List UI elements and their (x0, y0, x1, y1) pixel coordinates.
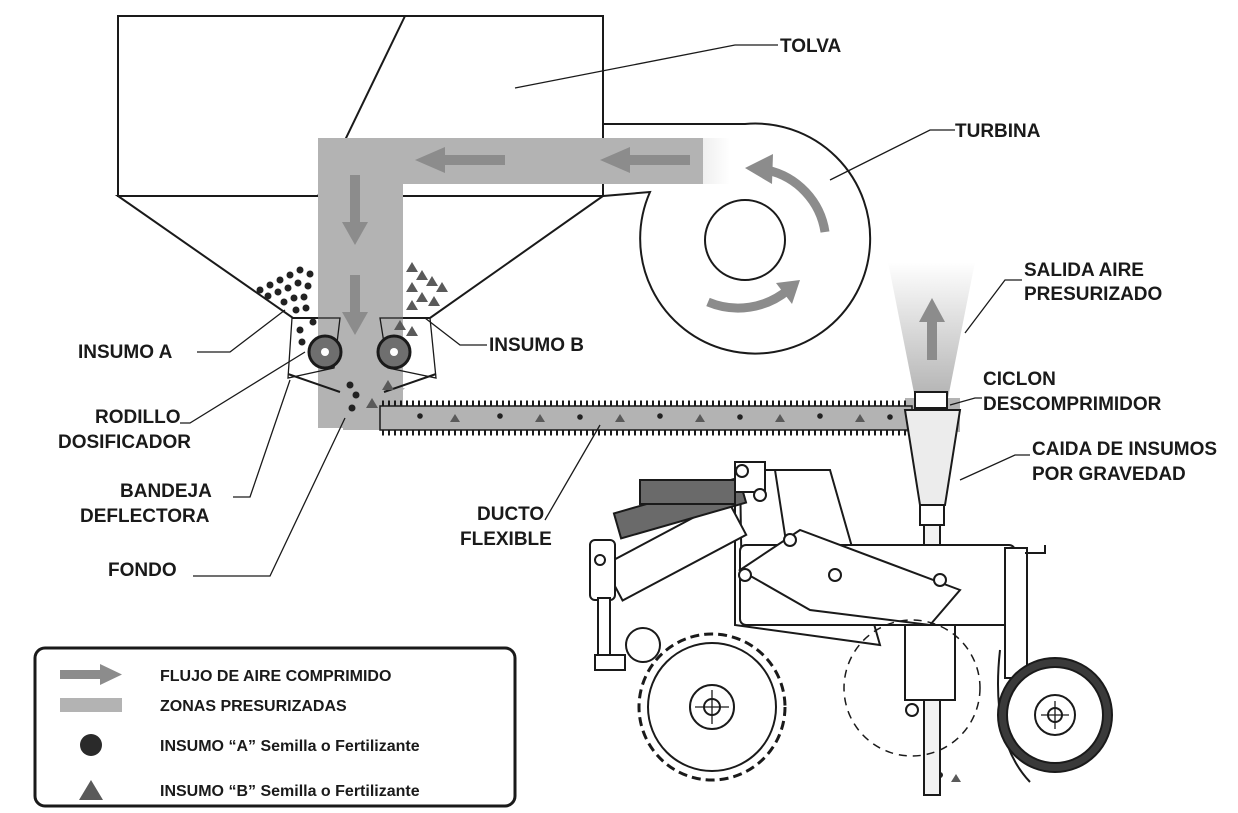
legend-item-zonas: ZONAS PRESURIZADAS (60, 698, 347, 715)
label-ducto-2: FLEXIBLE (460, 529, 552, 550)
legend-label-insumo-a: INSUMO “A” Semilla o Fertilizante (160, 738, 420, 755)
label-salida-2: PRESURIZADO (1024, 284, 1162, 305)
planter-unit (589, 461, 1046, 717)
bar-icon (60, 698, 122, 712)
label-ciclon-2: DESCOMPRIMIDOR (983, 394, 1162, 415)
arrow-icon (60, 664, 122, 685)
label-caida-1: CAIDA DE INSUMOS (1032, 439, 1217, 460)
legend-item-flujo: FLUJO DE AIRE COMPRIMIDO (60, 664, 391, 685)
triangle-icon (79, 780, 103, 800)
legend-item-insumo-b: INSUMO “B” Semilla o Fertilizante (79, 780, 420, 800)
legend-label-zonas: ZONAS PRESURIZADAS (160, 698, 347, 715)
label-turbina: TURBINA (955, 121, 1041, 142)
coulter-disc (637, 632, 787, 782)
label-rodillo-1: RODILLO (95, 407, 181, 428)
label-fondo: FONDO (108, 560, 177, 581)
label-tolva: TOLVA (780, 36, 842, 57)
opener-and-gauge-wheel (843, 619, 1113, 783)
turbine-flow-top (765, 165, 830, 233)
label-ciclon-1: CICLON (983, 369, 1056, 390)
turbine-flow-bottom (706, 286, 791, 313)
particles-a (256, 266, 943, 778)
circle-icon (80, 734, 102, 756)
legend-box (33, 646, 517, 808)
label-insumo-b: INSUMO B (489, 335, 584, 356)
metering-units (287, 317, 437, 393)
airflow-arrows (342, 147, 945, 360)
legend-label-flujo: FLUJO DE AIRE COMPRIMIDO (160, 668, 391, 685)
label-salida-1: SALIDA AIRE (1024, 260, 1144, 281)
label-ducto-1: DUCTO (477, 504, 544, 525)
label-caida-2: POR GRAVEDAD (1032, 464, 1186, 485)
legend-label-insumo-b: INSUMO “B” Semilla o Fertilizante (160, 783, 420, 800)
label-insumo-a: INSUMO A (78, 342, 173, 363)
label-bandeja-2: DEFLECTORA (80, 506, 210, 527)
label-bandeja-1: BANDEJA (120, 481, 212, 502)
legend-item-insumo-a: INSUMO “A” Semilla o Fertilizante (80, 734, 420, 756)
legend: FLUJO DE AIRE COMPRIMIDO ZONAS PRESURIZA… (33, 646, 517, 808)
callout-labels: TOLVA TURBINA SALIDA AIRE PRESURIZADO IN… (58, 36, 1217, 581)
label-rodillo-2: DOSIFICADOR (58, 432, 191, 453)
leader-lines (180, 44, 1030, 577)
